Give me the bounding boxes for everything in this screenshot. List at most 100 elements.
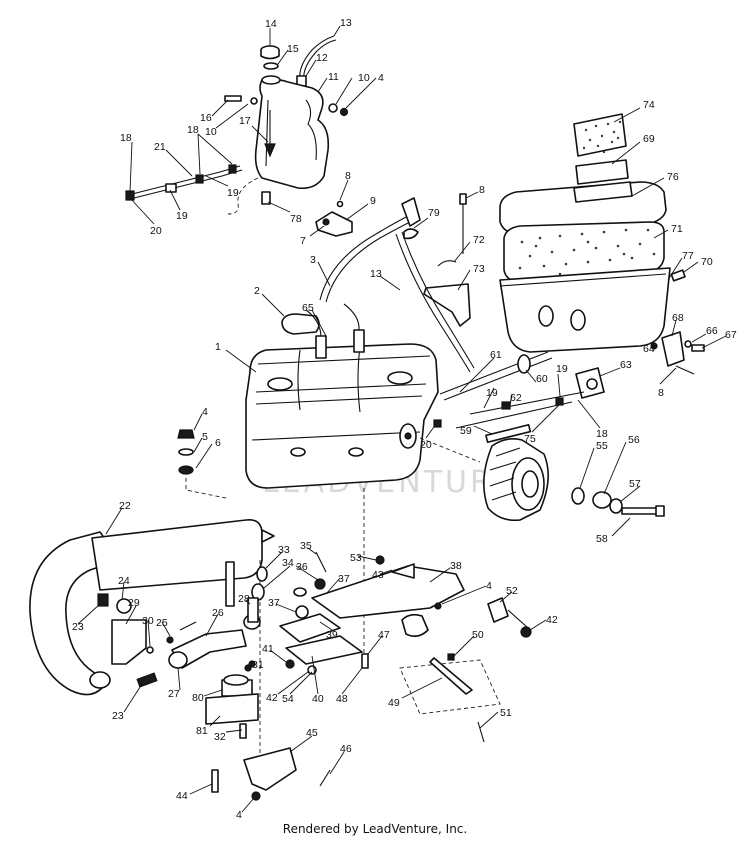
support-clip xyxy=(437,260,457,267)
callout-16: 16 xyxy=(200,112,212,124)
footer-credit: Rendered by LeadVenture, Inc. xyxy=(282,822,468,836)
callout-19-mid: 19 xyxy=(227,187,239,199)
callout-10-right: 10 xyxy=(358,72,370,84)
engine-block xyxy=(245,343,439,489)
engine-fin-1 xyxy=(255,383,427,393)
fuel-filter xyxy=(165,183,177,193)
callout-39: 39 xyxy=(326,629,338,641)
engine-cyl-2 xyxy=(387,371,413,385)
callout-50: 50 xyxy=(472,629,484,641)
callout-8-tank: 8 xyxy=(345,170,351,182)
callout-6: 6 xyxy=(215,437,221,449)
callout-22: 22 xyxy=(119,500,131,512)
callout-7: 7 xyxy=(300,235,306,247)
cooling-shroud xyxy=(281,313,320,335)
plate-nut-53 xyxy=(375,555,385,565)
callout-36: 36 xyxy=(296,561,308,573)
callout-4-bottom: 4 xyxy=(236,809,242,820)
fill-arrow-head xyxy=(264,143,276,158)
tank-bolt-left xyxy=(224,95,242,102)
spark-plug-1 xyxy=(315,335,327,359)
engine-head-line xyxy=(257,355,431,365)
callout-81: 81 xyxy=(196,725,208,737)
callout-labels: 14 13 15 12 11 10 4 16 10 17 18 21 18 19… xyxy=(72,17,737,821)
base-rim xyxy=(499,273,667,287)
tank-mount-bracket xyxy=(315,211,353,237)
mount-isolator xyxy=(178,465,194,475)
washer-30 xyxy=(146,646,154,654)
base-clip xyxy=(670,269,686,282)
callout-24: 24 xyxy=(118,575,130,587)
fuel-cap-body xyxy=(260,50,280,60)
callout-54: 54 xyxy=(282,693,294,705)
rod-clamp xyxy=(501,401,511,410)
clip-25 xyxy=(166,636,174,644)
mount-spacer-28 xyxy=(247,597,259,623)
callout-26: 26 xyxy=(212,607,224,619)
manifold-port xyxy=(168,651,188,669)
callout-63: 63 xyxy=(620,359,632,371)
pre-cleaner-foam xyxy=(573,113,627,157)
callout-47: 47 xyxy=(378,629,390,641)
air-cleaner-base xyxy=(499,267,671,353)
callout-35: 35 xyxy=(300,540,312,552)
mount-plate-tab xyxy=(391,563,415,579)
callout-4-left: 4 xyxy=(202,406,208,418)
rod-clamp-3 xyxy=(433,419,442,428)
frame-outline xyxy=(399,659,501,715)
isolator-stud xyxy=(507,609,529,629)
exhaust-bracket xyxy=(111,619,147,665)
fuel-tank-contour xyxy=(305,99,317,161)
callout-77: 77 xyxy=(682,250,694,262)
plate-nut-4 xyxy=(434,602,442,610)
choke-rod xyxy=(455,401,573,429)
bracket-nut xyxy=(322,218,330,226)
fuel-line-hose-edge xyxy=(133,169,243,199)
exhaust-spring-2 xyxy=(136,672,158,688)
cleaner-pin xyxy=(675,365,695,375)
fuel-hose-edge xyxy=(401,231,475,369)
callout-5: 5 xyxy=(202,431,208,443)
leader-lines xyxy=(77,25,727,813)
cap-gasket xyxy=(263,62,279,70)
callout-18-right: 18 xyxy=(596,428,608,440)
callout-37-top: 37 xyxy=(338,573,350,585)
mount-hardware-stack xyxy=(177,429,195,475)
callout-51: 51 xyxy=(500,707,512,719)
fuel-line-route xyxy=(227,177,259,215)
starter-group xyxy=(419,437,665,522)
vent-hose-edge xyxy=(303,39,337,81)
frame-bolt-51 xyxy=(477,721,485,743)
callout-78: 78 xyxy=(290,213,302,225)
carb-gasket xyxy=(517,354,531,374)
callout-59: 59 xyxy=(460,425,472,437)
air-filter-texture xyxy=(518,228,656,276)
crank-axis xyxy=(419,437,481,463)
callout-80: 80 xyxy=(192,692,204,704)
mount-isolator-52 xyxy=(487,597,509,623)
lower-mount-bracket xyxy=(279,613,341,643)
base-port-right xyxy=(570,309,586,331)
mount-nut-36 xyxy=(314,578,326,590)
drive-bolt xyxy=(621,507,661,515)
starter-hub xyxy=(521,470,539,498)
bolt-32 xyxy=(239,723,247,739)
callout-41: 41 xyxy=(262,643,274,655)
muffler-tip xyxy=(261,529,275,543)
pulse-hose-edge xyxy=(325,219,415,303)
fuel-tank-group xyxy=(125,35,353,237)
callout-62: 62 xyxy=(510,392,522,404)
mount-grommet-37 xyxy=(295,605,309,619)
callout-28: 28 xyxy=(238,593,250,605)
cleaner-support-bracket xyxy=(423,283,471,327)
vent-hose xyxy=(299,35,335,81)
drive-bolt-head xyxy=(655,505,665,517)
callout-48: 48 xyxy=(336,693,348,705)
callout-4-plate: 4 xyxy=(486,580,492,592)
callout-37-mid: 37 xyxy=(268,597,280,609)
callout-8-rod: 8 xyxy=(479,184,485,196)
frame-strap xyxy=(429,657,473,695)
lower-bracket-45 xyxy=(243,747,297,791)
exhaust-group xyxy=(29,518,275,725)
